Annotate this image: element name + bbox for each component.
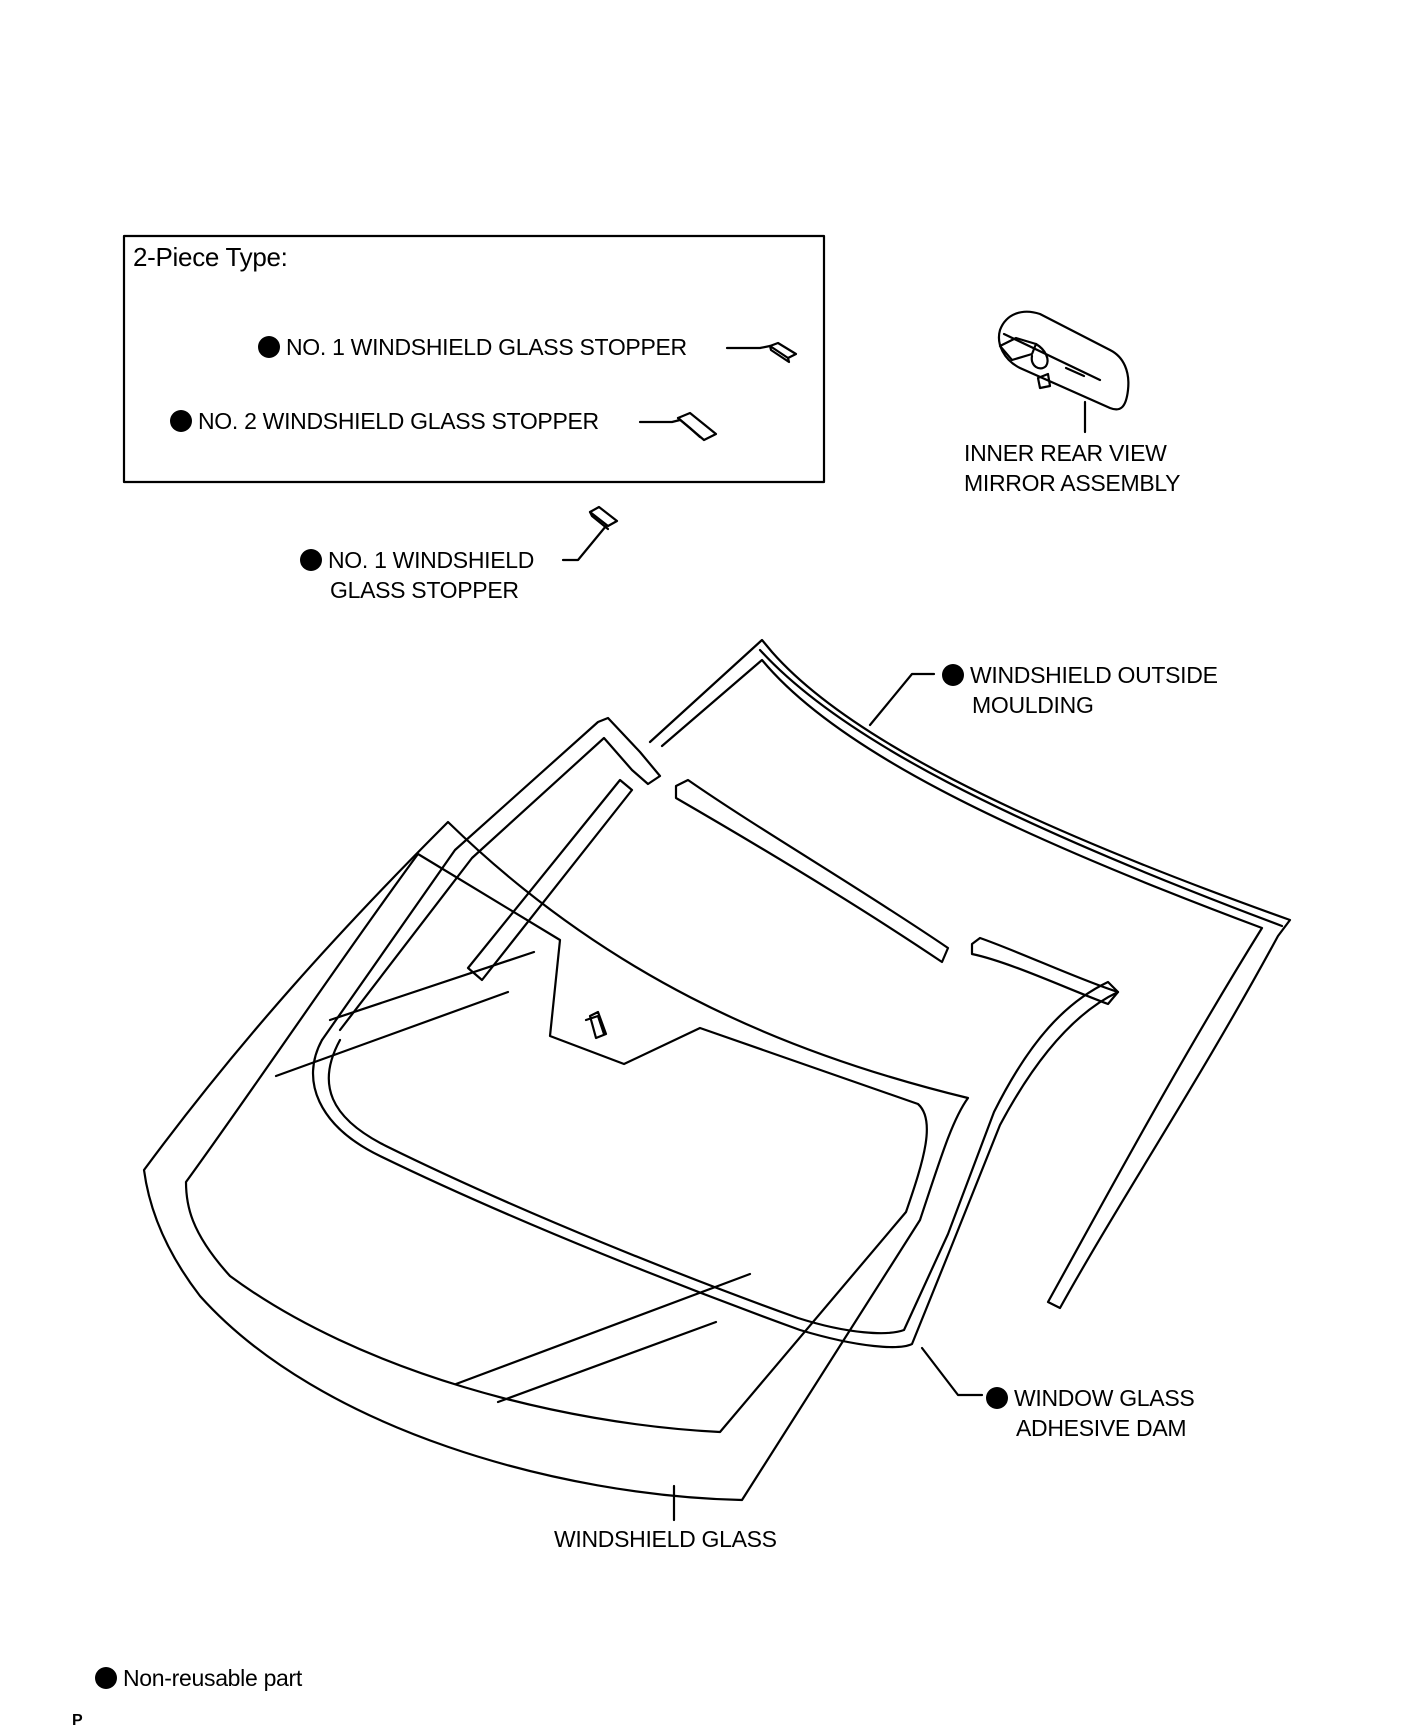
non-reusable-dot-icon bbox=[986, 1387, 1008, 1409]
box-no2-stopper-label: NO. 2 WINDSHIELD GLASS STOPPER bbox=[170, 406, 599, 436]
no1-stopper-icon bbox=[588, 505, 619, 531]
windshield-glass bbox=[142, 820, 970, 1502]
box-no1-stopper-label: NO. 1 WINDSHIELD GLASS STOPPER bbox=[258, 332, 687, 362]
mirror-icon bbox=[997, 310, 1130, 411]
stopper-label: NO. 1 WINDSHIELD GLASS STOPPER bbox=[300, 545, 534, 605]
moulding-label: WINDSHIELD OUTSIDE MOULDING bbox=[942, 660, 1218, 720]
adhesive-dam bbox=[312, 716, 1120, 1349]
mirror-label: INNER REAR VIEW MIRROR ASSEMBLY bbox=[964, 440, 1181, 496]
dam-label: WINDOW GLASS ADHESIVE DAM bbox=[986, 1383, 1195, 1443]
outside-moulding bbox=[648, 638, 1292, 1310]
non-reusable-dot-icon bbox=[170, 410, 192, 432]
box-no2-stopper-icon bbox=[676, 411, 718, 442]
stopper-leader bbox=[561, 524, 608, 562]
two-piece-type-box bbox=[122, 234, 826, 484]
box-title: 2-Piece Type: bbox=[133, 242, 288, 272]
non-reusable-dot-icon bbox=[942, 664, 964, 686]
non-reusable-dot-icon bbox=[258, 336, 280, 358]
legend: Non-reusable part bbox=[95, 1663, 302, 1693]
box-no1-stopper-icon bbox=[768, 341, 798, 364]
dam-leader bbox=[920, 1346, 984, 1397]
glass-label: WINDSHIELD GLASS bbox=[554, 1526, 777, 1552]
filled-circle-icon bbox=[95, 1667, 117, 1689]
moulding-leader bbox=[868, 672, 936, 727]
footer-code: P bbox=[72, 1712, 83, 1729]
non-reusable-dot-icon bbox=[300, 549, 322, 571]
box-leader-1 bbox=[725, 344, 772, 350]
box-leader-2 bbox=[638, 418, 682, 424]
